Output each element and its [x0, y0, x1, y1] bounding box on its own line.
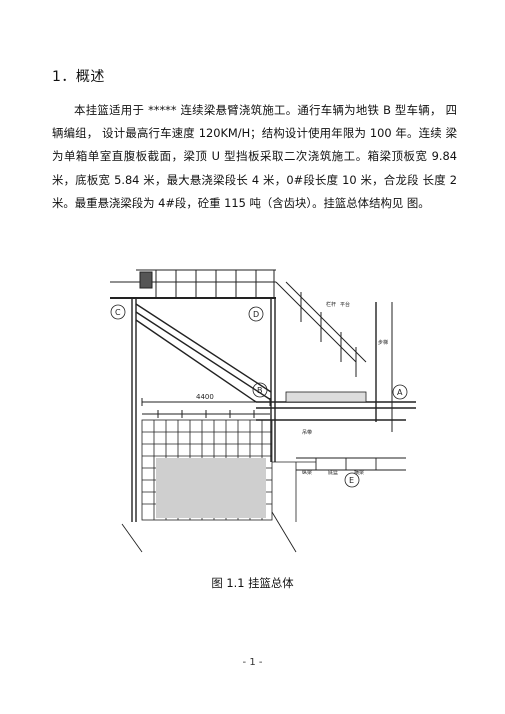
- figure-caption: 图 1.1 挂篮总体: [211, 576, 294, 590]
- label-stair: 步梯: [378, 339, 388, 346]
- top-railing: [110, 269, 276, 299]
- dimension-line: 4400: [141, 393, 271, 418]
- svg-text:C: C: [115, 308, 121, 317]
- main-truss: [131, 298, 276, 522]
- svg-text:B: B: [257, 386, 263, 395]
- formwork-grid: [141, 419, 316, 522]
- callout-A: A: [392, 384, 408, 400]
- label-cross-beam: 横梁: [354, 469, 364, 476]
- label-railing: 栏杆: [326, 301, 336, 308]
- hanging-basket-drawing: 4400: [96, 262, 416, 562]
- section-heading: 1．概述: [52, 69, 105, 85]
- label-longitudinal: 纵梁: [302, 469, 312, 476]
- side-structure: [121, 457, 406, 553]
- page-number: - 1 -: [242, 657, 263, 668]
- dimension-text: 4400: [196, 393, 214, 401]
- svg-text:A: A: [397, 388, 403, 397]
- label-platform: 平台: [340, 301, 350, 308]
- callout-B: B: [252, 382, 268, 398]
- svg-text:D: D: [253, 310, 259, 319]
- deck-beam: [256, 391, 416, 421]
- callout-C: C: [110, 304, 126, 320]
- svg-text:E: E: [349, 476, 354, 485]
- body-paragraph: 本挂篮适用于 ***** 连续梁悬臂浇筑施工。通行车辆为地铁 B 型车辆， 四辆…: [52, 103, 457, 210]
- label-hanger: 吊带: [302, 430, 312, 436]
- callout-D: D: [248, 306, 264, 322]
- callout-E: E: [344, 472, 360, 488]
- stair-railing: [275, 281, 393, 432]
- label-bottom-basket: 底篮: [328, 469, 338, 476]
